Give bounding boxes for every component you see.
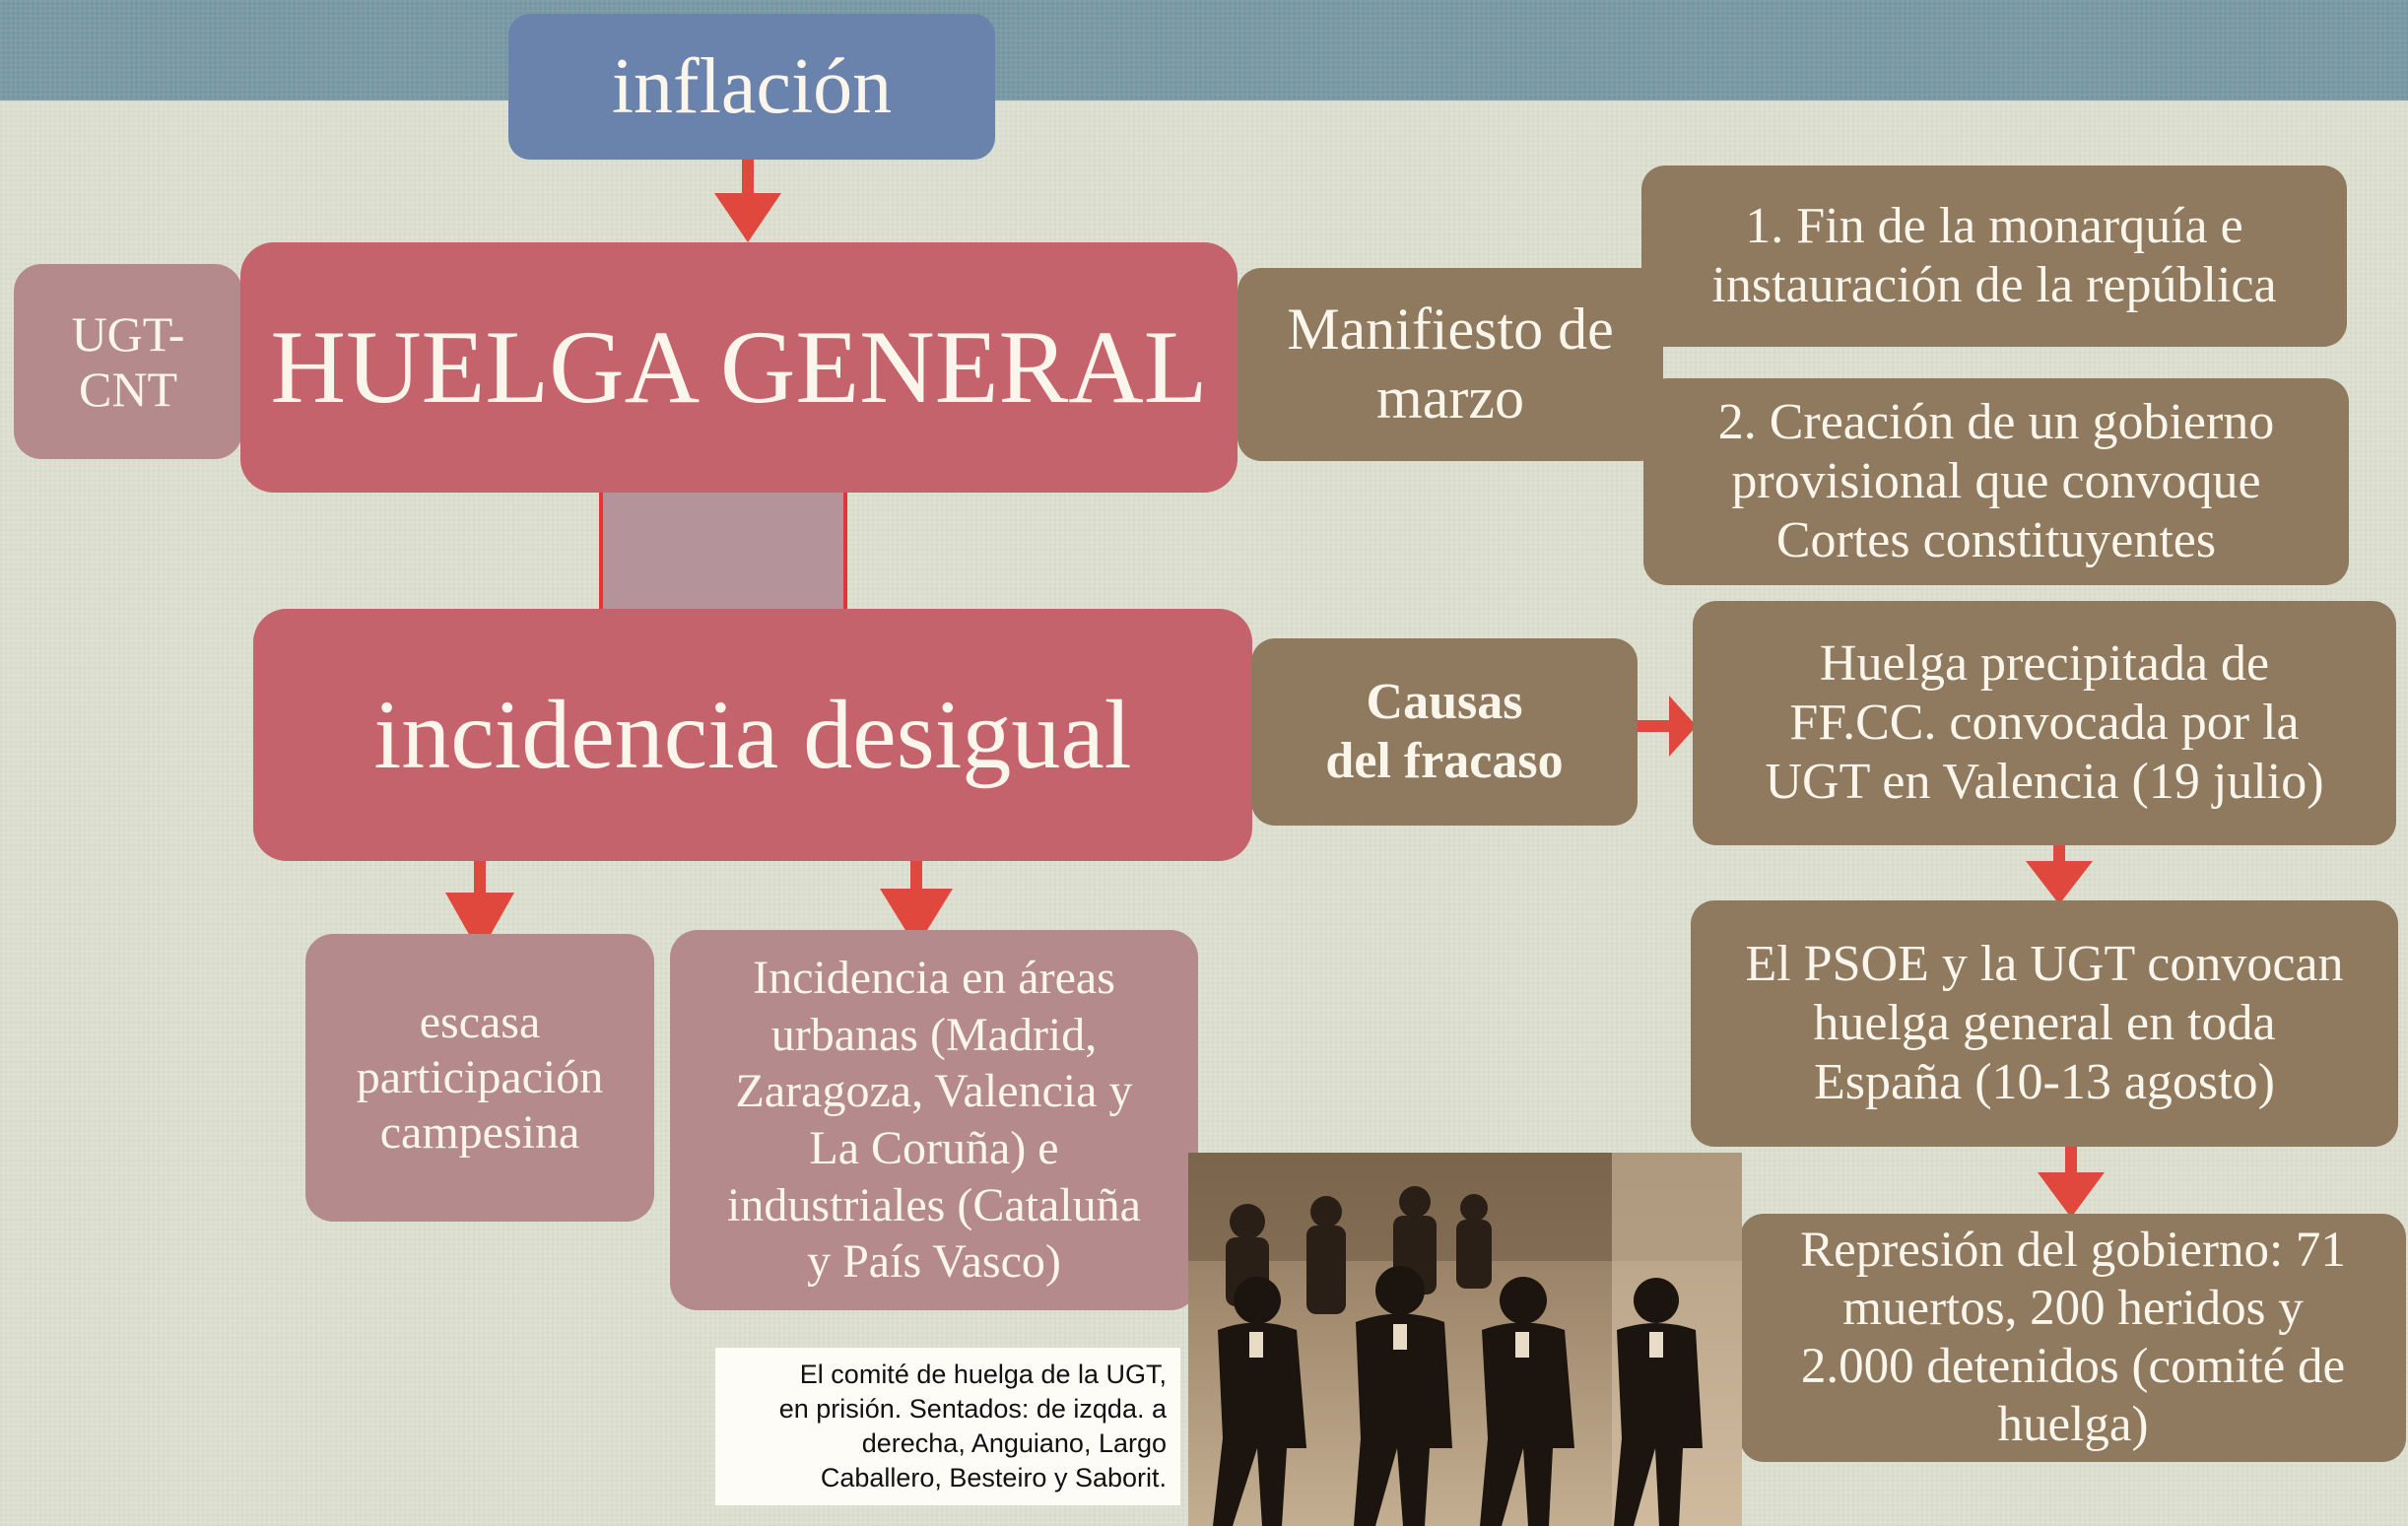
manifiesto-box: Manifiesto de marzo (1237, 268, 1663, 461)
huelga-precipitada-label: Huelga precipitada de FF.CC. convocada p… (1765, 634, 2324, 811)
photo-caption-text: El comité de huelga de la UGT, en prisió… (778, 1360, 1167, 1493)
escasa-participacion-label: escasa participación campesina (356, 996, 604, 1159)
strike-committee-photo (1188, 1153, 1742, 1526)
incidencia-areas-box: Incidencia en áreas urbanas (Madrid, Zar… (670, 930, 1198, 1310)
arrow-precipitada-to-psoe (2026, 837, 2093, 904)
huelga-precipitada-box: Huelga precipitada de FF.CC. convocada p… (1693, 601, 2396, 845)
gobierno-provisional-box: 2. Creación de un gobierno provisional q… (1643, 378, 2349, 585)
photo-caption: El comité de huelga de la UGT, en prisió… (715, 1348, 1180, 1505)
huelga-general-box: HUELGA GENERAL (240, 242, 1237, 493)
incidencia-areas-label: Incidencia en áreas urbanas (Madrid, Zar… (727, 952, 1141, 1289)
arrow-causas-to-precipitada (1636, 696, 1697, 757)
top-banner (0, 0, 2408, 100)
incidencia-desigual-box: incidencia desigual (253, 609, 1252, 861)
ugt-cnt-label: UGT- CNT (71, 306, 185, 417)
incidencia-desigual-label: incidencia desigual (373, 680, 1132, 789)
arrow-incidencia-to-escasa (445, 857, 514, 954)
manifiesto-label: Manifiesto de marzo (1287, 297, 1614, 431)
connector-block (599, 493, 847, 629)
psoe-ugt-label: El PSOE y la UGT convocan huelga general… (1745, 935, 2344, 1111)
fin-monarquia-box: 1. Fin de la monarquía e instauración de… (1641, 166, 2347, 347)
arrow-inflacion-to-huelga (714, 158, 781, 242)
inflacion-box: inflación (508, 14, 995, 160)
psoe-ugt-box: El PSOE y la UGT convocan huelga general… (1691, 900, 2398, 1147)
gobierno-provisional-label: 2. Creación de un gobierno provisional q… (1717, 393, 2275, 569)
arrow-psoe-to-represion (2038, 1145, 2105, 1218)
inflacion-label: inflación (611, 42, 893, 130)
fin-monarquia-label: 1. Fin de la monarquía e instauración de… (1711, 197, 2277, 313)
huelga-general-label: HUELGA GENERAL (270, 308, 1208, 425)
causas-label: Causas del fracaso (1325, 673, 1564, 789)
escasa-participacion-box: escasa participación campesina (305, 934, 654, 1222)
ugt-cnt-box: UGT- CNT (14, 264, 242, 459)
represion-label: Represión del gobierno: 71 muertos, 200 … (1800, 1222, 2346, 1453)
represion-box: Represión del gobierno: 71 muertos, 200 … (1740, 1214, 2406, 1462)
causas-box: Causas del fracaso (1251, 638, 1638, 826)
